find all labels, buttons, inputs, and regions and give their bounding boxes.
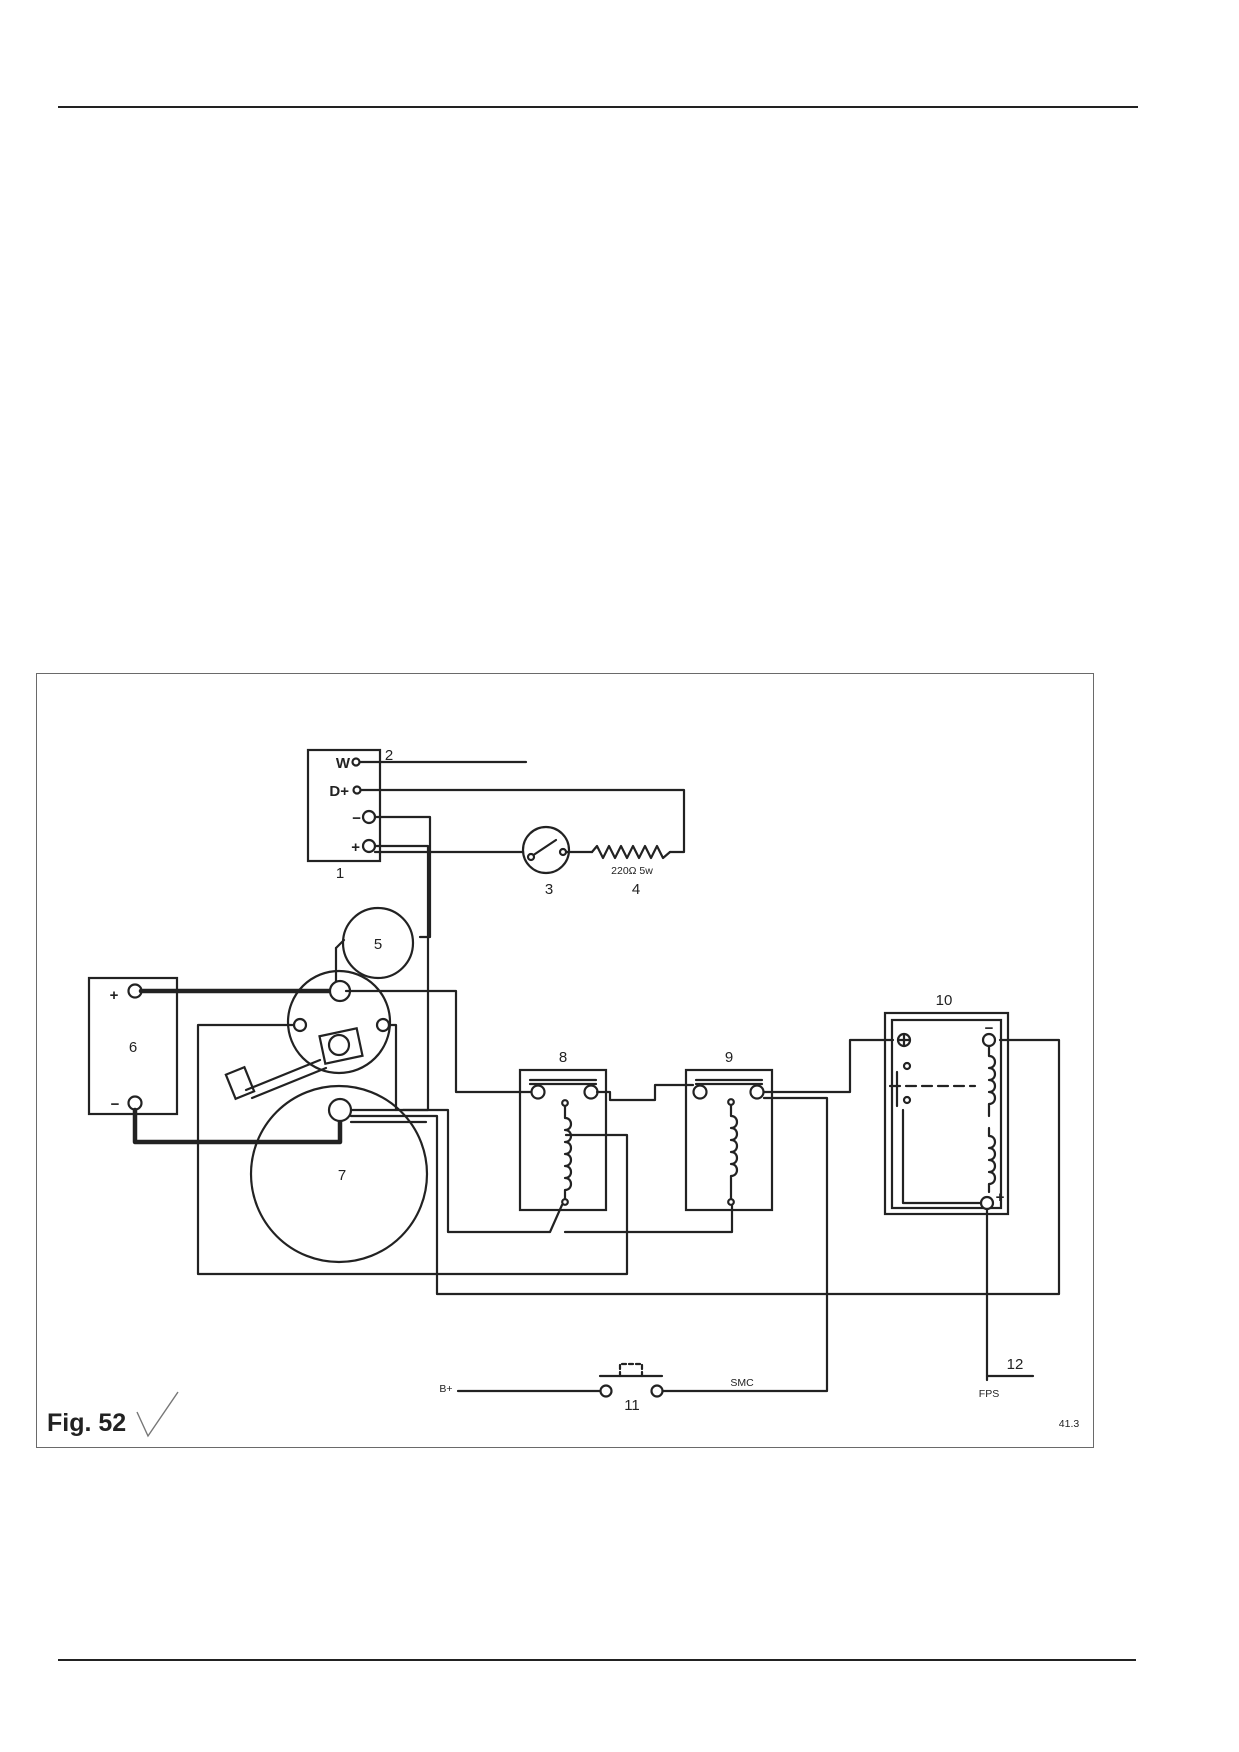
push-button-right-contact <box>650 1384 664 1398</box>
handwritten-check-mark <box>136 1391 179 1438</box>
relay-9-coil <box>729 1101 739 1202</box>
relay-8-coil-bottom <box>561 1198 569 1206</box>
alternator-minus-terminal <box>361 809 377 825</box>
alternator-w-terminal-label: W <box>336 755 351 772</box>
alternator-dplus-terminal <box>352 785 362 795</box>
relay-10-box <box>883 1011 1010 1216</box>
component-5-circle <box>341 906 415 980</box>
header-rule <box>58 106 1138 108</box>
component-label-10: 10 <box>936 992 953 1009</box>
resistor-zigzag <box>590 844 672 860</box>
component-label-9: 9 <box>725 1049 733 1066</box>
relay-9-right-terminal <box>749 1084 765 1100</box>
relay-8-to-9-wire <box>595 1083 695 1102</box>
ignition-switch-body <box>521 825 571 875</box>
relay-10-coil-lower <box>987 1126 997 1194</box>
starter-mount-arm-2 <box>250 1066 328 1100</box>
relay-10-minus-terminal <box>981 1032 997 1048</box>
push-button-cap <box>618 1362 644 1378</box>
relay-9-coil-top <box>727 1098 735 1106</box>
alternator-plus-terminal-label: + <box>351 839 360 856</box>
alternator-w-terminal <box>351 757 361 767</box>
component-label-8: 8 <box>559 1049 567 1066</box>
relay-8-right-terminal <box>583 1084 599 1100</box>
relay-8-coil <box>563 1103 573 1202</box>
relay-10-plus-terminal <box>979 1195 995 1211</box>
dplus-wire <box>359 788 686 854</box>
relay-8-left-terminal <box>530 1084 546 1100</box>
switch-blade <box>530 838 558 858</box>
relay-9-left-terminal <box>692 1084 708 1100</box>
relay-10-inner-wire <box>901 1108 983 1205</box>
alternator-plus-terminal <box>361 838 377 854</box>
relay-10-small-contact <box>902 1061 912 1071</box>
relay-8-box <box>518 1068 608 1212</box>
solenoid-right-wire <box>387 1023 398 1112</box>
component-label-3: 3 <box>545 881 553 898</box>
5-link-wire <box>334 938 346 950</box>
alternator-minus-terminal-label: − <box>352 810 361 827</box>
alternator-box <box>306 748 382 863</box>
relay-9-box <box>684 1068 774 1212</box>
footer-rule <box>58 1659 1136 1661</box>
component-label-5: 5 <box>374 936 382 953</box>
relay-9-to-10-wire <box>762 1038 895 1094</box>
resistor-value-label: 220Ω 5w <box>611 865 653 877</box>
starter-mount-stud <box>224 1065 256 1101</box>
component-label-6: 6 <box>129 1039 137 1056</box>
relay-8-coil-to-9-wire <box>563 1203 734 1234</box>
smc-wire <box>660 1096 829 1393</box>
solenoid-right-terminal <box>375 1017 391 1033</box>
component-label-7: 7 <box>338 1167 346 1184</box>
starter-to-relay8-coil <box>349 1108 564 1234</box>
relay-10-plus-label: + <box>996 1189 1005 1206</box>
component-label-4: 4 <box>632 881 640 898</box>
battery-plus-label: + <box>110 987 119 1004</box>
solenoid-left-loop <box>196 1023 629 1276</box>
fps-label: FPS <box>979 1388 999 1400</box>
starter-to-relay10-loop <box>349 1038 1061 1296</box>
alternator-dplus-terminal-label: D+ <box>329 783 349 800</box>
minus-to-5-wire <box>373 815 432 939</box>
relay-10-minus-label: − <box>985 1020 994 1037</box>
relay-10-small-contact-2 <box>902 1095 912 1105</box>
relay-8-coil-top <box>561 1099 569 1107</box>
push-button-left-contact <box>599 1384 613 1398</box>
component-label-1: 1 <box>336 865 344 882</box>
solenoid-left-terminal <box>292 1017 308 1033</box>
solenoid-plunger-terminal <box>327 1033 351 1057</box>
component-label-2: 2 <box>385 747 393 764</box>
component-label-11: 11 <box>624 1397 640 1414</box>
figure-caption: Fig. 52 <box>47 1409 126 1437</box>
relay-10-coil-upper <box>987 1044 997 1118</box>
relay-10-inner-box <box>890 1018 1003 1210</box>
bplus-label: B+ <box>439 1383 452 1395</box>
component-label-12: 12 <box>1007 1356 1024 1373</box>
relay-9-coil-bottom <box>727 1198 735 1206</box>
figure-code: 41.3 <box>1059 1418 1080 1430</box>
starter-solenoid-circle <box>286 969 392 1075</box>
starter-motor-terminal <box>327 1097 353 1123</box>
starter-motor-circle <box>249 1084 429 1264</box>
battery-minus-label: − <box>111 1096 120 1113</box>
switch-contact-left <box>526 852 536 862</box>
solenoid-plunger-block <box>318 1027 364 1065</box>
battery-minus-terminal <box>127 1095 143 1111</box>
figure-frame <box>36 673 1094 1448</box>
battery-minus-cable <box>132 1107 343 1145</box>
smc-label: SMC <box>730 1377 754 1389</box>
main-feed-to-relay8 <box>344 989 533 1094</box>
starter-mount-arm <box>244 1058 322 1092</box>
